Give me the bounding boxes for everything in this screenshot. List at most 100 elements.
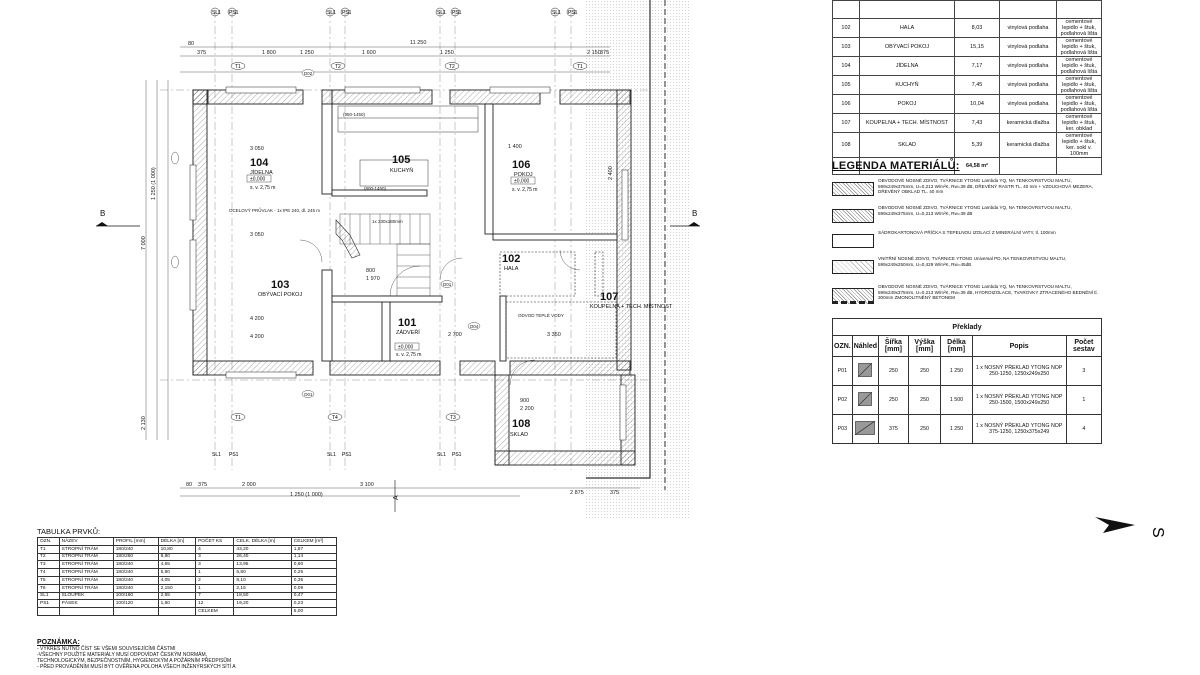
legend-item: OBVODOVÉ NOSNÉ ZDIVO, TVÁRNICE YTONG Lam… <box>832 178 1102 200</box>
elements-header: DÉLKA [m] <box>157 537 197 546</box>
svg-text:SL1: SL1 <box>212 452 221 458</box>
elements-cell <box>37 607 60 616</box>
svg-text:108: 108 <box>512 418 530 430</box>
room-cell-no <box>832 0 860 19</box>
room-cell-area: 10,04 <box>954 93 1000 114</box>
svg-text:SKLAD: SKLAD <box>510 432 528 438</box>
elements-header: CELKEM [m³] <box>290 537 338 546</box>
north-arrow: S <box>1095 517 1166 538</box>
svg-text:2 875: 2 875 <box>570 490 584 496</box>
lintel-cell-count: 1 <box>1065 385 1103 415</box>
section-markers: B B A <box>96 209 700 512</box>
dim-top-0: 375 <box>197 50 206 56</box>
svg-text:D02: D02 <box>304 71 313 76</box>
svg-text:±0,000: ±0,000 <box>514 179 529 185</box>
svg-text:107: 107 <box>600 291 618 303</box>
elements-cell: SL1 <box>37 591 60 601</box>
legend-swatch <box>832 182 874 196</box>
room-104-num: 104 <box>250 157 269 169</box>
elements-cell: 1 <box>195 568 235 577</box>
windows-left <box>189 86 629 441</box>
elements-cell: 10,80 <box>157 544 197 554</box>
room-cell-area: 15,15 <box>954 36 1000 57</box>
room-cell-floor: keramická dlažba <box>999 131 1057 158</box>
svg-text:D04: D04 <box>470 324 479 329</box>
door-tags: D02 D01 D04 O01 <box>171 69 481 398</box>
terrain-hatch <box>586 0 690 518</box>
elements-header: PROFIL [mm] <box>112 537 159 546</box>
elements-cell: 0,47 <box>290 591 338 601</box>
elements-title: TABULKA PRVKŮ: <box>37 527 101 536</box>
room-cell-area <box>954 0 1000 19</box>
interior-dimensions: 3 050 3 050 1 400 4 200 4 200 800 1 970 … <box>250 144 614 412</box>
lintel-preview-icon <box>858 391 873 407</box>
lintel-cell-ozn: P01 <box>832 356 853 386</box>
legend-swatch <box>832 260 874 274</box>
room-cell-floor: vinylová podlaha <box>999 17 1057 38</box>
svg-text:900: 900 <box>520 398 529 404</box>
svg-text:2 130: 2 130 <box>141 416 147 430</box>
elements-cell: 0,35 <box>290 575 338 585</box>
room-row <box>832 0 1102 19</box>
elements-cell: 100/160 <box>112 591 159 601</box>
room-cell-area: 8,03 <box>954 17 1000 38</box>
lintel-preview <box>851 356 880 386</box>
svg-text:1 970: 1 970 <box>366 276 380 282</box>
legend-swatch <box>832 234 874 248</box>
room-cell-floor: vinylová podlaha <box>999 74 1057 95</box>
elements-cell <box>112 607 159 616</box>
room-cell-floor: keramická dlažba <box>999 112 1057 133</box>
svg-text:3 050: 3 050 <box>250 232 264 238</box>
svg-text:1 250 (1 000): 1 250 (1 000) <box>151 167 157 200</box>
svg-text:HALA: HALA <box>504 266 519 272</box>
legend-text: SÁDROKARTONOVÁ PŘÍČKA S TEPELNOU IZOLACÍ… <box>878 230 1056 235</box>
top-dimension-text: 80 375 1 800 1 250 1 600 1 250 2 150 375… <box>188 40 609 56</box>
room-cell-floor: vinylová podlaha <box>999 93 1057 114</box>
svg-text:4 200: 4 200 <box>250 334 264 340</box>
lintel-header: OZN. <box>832 335 853 357</box>
lintel-cell-count: 4 <box>1065 414 1103 444</box>
svg-text:PS1: PS1 <box>342 452 352 458</box>
elements-cell: 180/260 <box>112 552 159 562</box>
room-row: 64,58 m² <box>832 156 1102 175</box>
top-dimension-lines <box>180 46 610 73</box>
svg-text:(800-1450): (800-1450) <box>364 186 387 191</box>
svg-text:B: B <box>692 209 697 218</box>
room-cell-skirting: cementové lepidlo + štuk, ker. sokl v. 1… <box>1056 131 1102 158</box>
elements-cell: 1,14 <box>290 552 338 562</box>
svg-text:SL1: SL1 <box>212 10 221 16</box>
svg-text:D01: D01 <box>443 282 452 287</box>
room-cell-area: 7,43 <box>954 112 1000 133</box>
svg-text:SL1: SL1 <box>437 10 446 16</box>
lintel-preview-icon <box>858 362 873 378</box>
elements-cell: STROPNÍ TRÁM <box>58 560 114 570</box>
room-cell-no: 102 <box>832 17 860 38</box>
dim-top-6: 375 <box>600 50 609 56</box>
svg-text:800: 800 <box>366 268 375 274</box>
left-dimension-lines <box>145 80 169 440</box>
room-cell-no: 105 <box>832 74 860 95</box>
room-cell-name: JÍDELNA <box>859 55 955 76</box>
elements-cell: STROPNÍ TRÁM <box>58 552 114 562</box>
elements-cell: STROPNÍ TRÁM <box>58 568 114 577</box>
room-cell-area: 7,17 <box>954 55 1000 76</box>
room-104-name: JÍDELNA <box>250 169 273 176</box>
beam-markers-top: T1 T2 T2 T1 <box>230 62 588 70</box>
elements-cell: 3 <box>195 560 235 570</box>
room-cell-no: 103 <box>832 36 860 57</box>
elements-cell <box>233 607 292 616</box>
elements-cell: 180/240 <box>112 568 159 577</box>
svg-text:PS1: PS1 <box>229 452 239 458</box>
lintel-cell-l: 1 250 <box>940 414 973 444</box>
